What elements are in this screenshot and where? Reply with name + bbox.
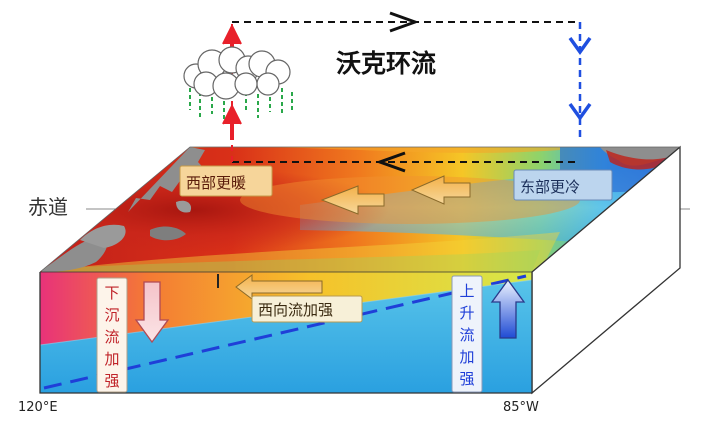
eastward-arrow-top	[389, 11, 420, 33]
sinking-label-box	[96, 277, 128, 393]
upwelling-label: 上升流加强	[459, 282, 474, 388]
west-warmer-label: 西部更暖	[186, 174, 246, 192]
westward-current-arrow	[235, 274, 323, 300]
east-colder-label: 东部更冷	[520, 178, 580, 196]
east-colder-label-box	[513, 169, 613, 201]
rain-cloud-icon	[183, 46, 293, 120]
sinking-arrow	[134, 281, 170, 344]
australia-land	[42, 236, 108, 272]
longitude-right: 85°W	[503, 400, 539, 415]
upwelling-arrow	[490, 278, 526, 339]
westward-flow-label: 西向流加强	[258, 301, 333, 319]
west-warmer-label-box	[179, 165, 273, 197]
longitude-left: 120°E	[18, 400, 58, 415]
westward-flow-label-box	[251, 295, 363, 323]
asia-land	[128, 147, 210, 212]
westward-arrow-surface	[375, 151, 406, 173]
surface-wind-arrows	[235, 175, 471, 300]
walker-title: 沃克环流	[336, 49, 436, 78]
sinking-label: 下沉流加强	[104, 284, 119, 390]
equator-label: 赤道	[28, 195, 68, 219]
upwelling-label-box	[451, 275, 483, 393]
